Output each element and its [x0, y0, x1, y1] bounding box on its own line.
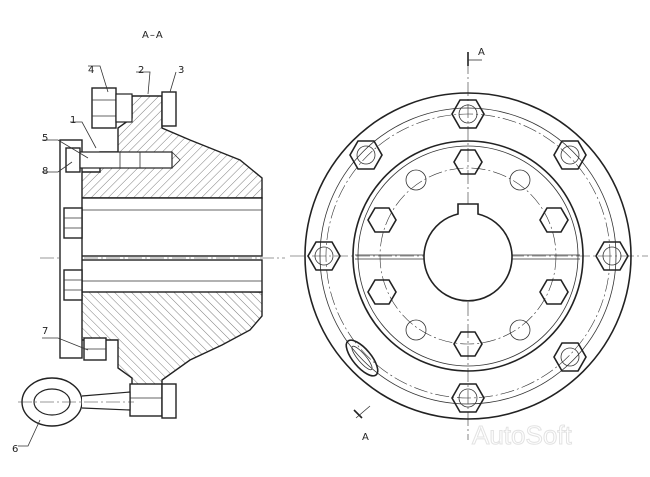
section-marker-bottom	[353, 409, 363, 419]
inner-ring-2	[357, 145, 579, 367]
inner-hole	[405, 319, 427, 341]
outer-bolt-hex	[451, 383, 485, 413]
label-7: 7	[42, 326, 48, 337]
inner-hole	[509, 169, 531, 191]
outer-bolts	[307, 99, 629, 413]
front-view: A A	[290, 47, 648, 443]
lower-bolt-head	[161, 383, 177, 419]
inner-bolt-hex	[539, 207, 569, 233]
inner-bolt-hex	[453, 149, 483, 175]
label-5: 5	[42, 133, 48, 144]
inner-hole	[509, 319, 531, 341]
outer-bolt-hex	[307, 241, 341, 271]
section-view: A–A	[12, 30, 285, 455]
eye-bolt-front	[345, 339, 379, 377]
outer-rim-inner	[319, 107, 617, 405]
inner-bolt-hex	[367, 279, 397, 305]
outer-bolt-hex	[349, 140, 383, 170]
outer-rim	[304, 92, 632, 420]
hub-bore-upper	[79, 197, 263, 257]
nut-4	[91, 87, 117, 129]
hub-lower	[79, 289, 263, 399]
outer-bolt-hex	[553, 140, 587, 170]
leader-lines	[18, 65, 177, 447]
label-8: 8	[42, 166, 48, 177]
label-3: 3	[178, 65, 184, 76]
label-4: 4	[88, 65, 94, 76]
outer-bolt-hex	[595, 241, 629, 271]
bolt-3-head	[161, 91, 177, 127]
bolt-mid-lower	[63, 269, 83, 301]
flange-plate	[59, 139, 83, 359]
section-mark-bottom: A	[362, 432, 369, 443]
bolt-4-shank	[115, 93, 133, 123]
hub-bore-lower	[79, 259, 263, 293]
bolt-mid-upper	[63, 207, 83, 239]
label-6: 6	[12, 444, 18, 455]
inner-bolt-hex	[367, 207, 397, 233]
bore-with-keyway	[423, 203, 513, 302]
section-title: A–A	[142, 30, 164, 41]
inner-bolt-hex	[453, 331, 483, 357]
inner-hole	[405, 169, 427, 191]
eye-bolt-6-shank	[81, 391, 131, 411]
inner-bolts	[367, 149, 569, 357]
watermark: AutoSoft	[472, 420, 573, 450]
label-1: 1	[70, 115, 76, 126]
screw-8-shank	[79, 151, 173, 169]
inner-ring	[352, 140, 584, 372]
label-2: 2	[138, 65, 144, 76]
inner-bolt-hex	[539, 279, 569, 305]
outer-bolt-hex	[451, 99, 485, 129]
outer-bolt-hex	[553, 342, 587, 372]
lower-nut	[129, 383, 163, 417]
inner-bolt-circle	[379, 167, 557, 345]
outer-bolt-circle	[325, 113, 611, 399]
section-mark-top: A	[478, 47, 485, 58]
